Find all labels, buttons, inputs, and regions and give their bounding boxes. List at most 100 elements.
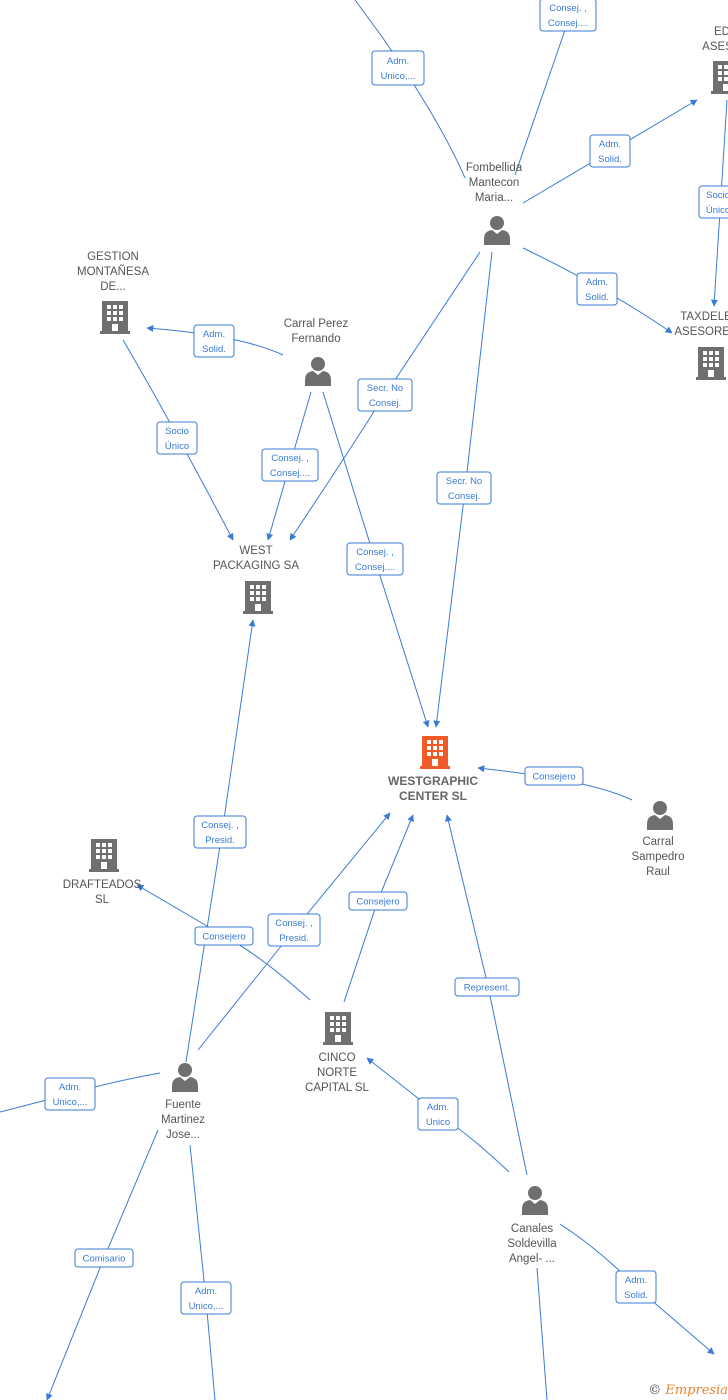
edge-label-text: Secr. No [446, 476, 482, 487]
edge-label-text: Unico,... [381, 71, 416, 82]
building-icon [323, 1012, 353, 1045]
node-label: NORTE [317, 1067, 357, 1079]
edge-label[interactable]: Consejero [194, 926, 254, 946]
node-label: Fernando [291, 333, 340, 345]
edge-label-box [180, 1281, 232, 1315]
edge-label[interactable]: Consej. ,Presid. [193, 815, 247, 849]
edge-label[interactable]: Adm.Solid. [615, 1270, 657, 1304]
edge-label-box [267, 913, 321, 947]
edge-label-box [454, 977, 520, 997]
edge-label[interactable]: Adm.Unico,... [180, 1281, 232, 1315]
copyright-symbol: © [648, 1383, 662, 1398]
node-label: Mantecon [469, 177, 520, 189]
edge-label-text: Presid. [205, 835, 235, 846]
person-node-fuente[interactable]: FuenteMartinezJose... [161, 1063, 205, 1141]
edge-label[interactable]: Consejero [524, 766, 584, 786]
node-label: Carral [642, 836, 673, 848]
edge-label-text: Consejero [356, 897, 399, 908]
edge-label-text: Consejero [202, 932, 245, 943]
person-icon [305, 357, 331, 386]
edge-label[interactable]: Adm. Solid. [576, 272, 618, 306]
edge-label-text: Adm. [59, 1082, 81, 1093]
edge-label[interactable]: Adm. Solid. [589, 134, 631, 168]
node-label: Raul [646, 866, 670, 878]
edge-label-box [44, 1077, 96, 1111]
edge-label-text: Consej. , [271, 453, 309, 464]
edge-label-text: Secr. No [367, 383, 403, 394]
company-node-taxdele[interactable]: TAXDELEASESORES [674, 311, 728, 380]
edge-label-box [589, 134, 631, 168]
edge-label-text: Represent. [464, 983, 510, 994]
edge-label-text: Adm. [586, 277, 608, 288]
edge-label[interactable]: Consej. ,Consej.... [539, 0, 597, 32]
company-node-ed-asesores[interactable]: EDASESO [702, 26, 728, 94]
node-label: Canales [511, 1223, 553, 1235]
node-label: Jose... [166, 1129, 200, 1141]
edge-label-text: Consejero [532, 772, 575, 783]
edge-label-box [348, 891, 408, 911]
node-label: MONTAÑESA [77, 265, 149, 278]
edge-label-text: Unico,... [53, 1097, 88, 1108]
edge-label[interactable]: Secr. No Consej. [436, 471, 492, 505]
edge-label-text: Consej. , [549, 3, 587, 14]
node-label: Fombellida [466, 162, 523, 174]
edge-label[interactable]: Consej. ,Consej.... [261, 448, 319, 482]
edge-label-text: Unico,... [189, 1301, 224, 1312]
edge-label-box [576, 272, 618, 306]
building-icon [243, 581, 273, 614]
edge-label[interactable]: Adm. Unico,... [44, 1077, 96, 1111]
edge-label[interactable]: Consej. ,Presid. [267, 913, 321, 947]
edge-label-text: Solid. [585, 292, 609, 303]
node-label: GESTION [87, 251, 139, 263]
edge-label-text: Solid. [598, 154, 622, 165]
edge-label[interactable]: Adm.Unico,... [371, 50, 425, 86]
node-label: Martinez [161, 1114, 205, 1126]
edge-label[interactable]: Adm.Solid. [193, 324, 235, 358]
building-icon [100, 301, 130, 334]
node-label: ED [714, 26, 728, 38]
footer-brand[interactable]: © Empresia [648, 1383, 728, 1398]
edge-line [189, 1144, 216, 1400]
edge-label-box [156, 421, 198, 455]
edge-label[interactable]: Adm.Unico [417, 1097, 459, 1131]
building-icon [696, 347, 726, 380]
node-label: CENTER SL [399, 789, 467, 803]
node-label: CAPITAL SL [305, 1082, 370, 1094]
node-label: Fuente [165, 1099, 201, 1111]
edge-label[interactable]: Comisario [74, 1248, 134, 1268]
edge-label-text: Consej.... [355, 562, 395, 573]
edge-label-text: Consej. [448, 491, 480, 502]
edge-label-box [417, 1097, 459, 1131]
node-label: Carral Perez [284, 318, 349, 330]
edge-label[interactable]: Represent. [454, 977, 520, 997]
edge-label-box [539, 0, 597, 32]
company-node-gestion[interactable]: GESTIONMONTAÑESADE... [77, 251, 149, 334]
edge-label-text: Comisario [83, 1254, 126, 1265]
node-label: Sampedro [631, 851, 684, 863]
person-node-canales[interactable]: CanalesSoldevillaAngel- ... [507, 1186, 557, 1265]
node-label: ASESORES [674, 326, 728, 338]
edge-labels-layer: Adm.Unico,...Consej. ,Consej....Adm.Soli… [44, 0, 728, 1315]
edge-label-box [346, 542, 404, 576]
edge-label-text: Solid. [624, 1290, 648, 1301]
node-label: CINCO [318, 1052, 355, 1064]
edge-label-box [615, 1270, 657, 1304]
node-label: SL [95, 894, 110, 906]
edge-line [514, 29, 566, 176]
edge-label[interactable]: Consejero [348, 891, 408, 911]
company-node-cinco-norte[interactable]: CINCO NORTE CAPITAL SL [305, 1012, 370, 1094]
person-node-fombellida[interactable]: FombellidaManteconMaria... [466, 162, 523, 245]
edge-label[interactable]: Consej. ,Consej.... [346, 542, 404, 576]
person-icon [484, 216, 510, 245]
node-label: Soldevilla [507, 1238, 557, 1250]
edge-label-text: Adm. [599, 139, 621, 150]
